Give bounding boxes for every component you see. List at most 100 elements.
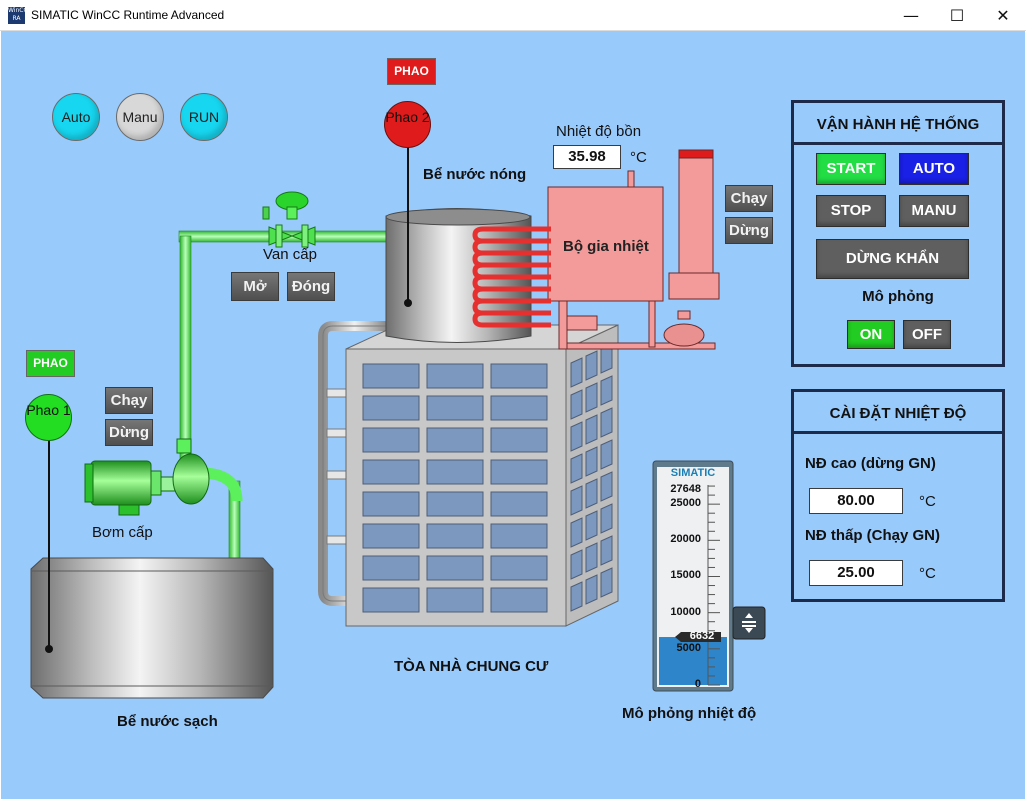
- building-side-window: [570, 581, 583, 612]
- auto-button[interactable]: AUTO: [899, 153, 969, 185]
- tank-temp-unit: °C: [630, 149, 647, 166]
- building-label: TÒA NHÀ CHUNG CƯ: [394, 658, 549, 675]
- building-window: [490, 363, 548, 389]
- building-window: [362, 459, 420, 485]
- high-temp-label: NĐ cao (dừng GN): [805, 455, 936, 472]
- pump-stop-button[interactable]: Dừng: [105, 419, 153, 446]
- hot-tank-label: Bể nước nóng: [423, 166, 527, 183]
- supply-valve-icon[interactable]: [262, 191, 316, 248]
- building-side-window: [585, 510, 598, 541]
- building-side-window: [600, 503, 613, 534]
- supply-pump-label: Bơm cấp: [92, 524, 153, 541]
- slider-tick-label: 5000: [676, 641, 701, 654]
- heater-run-button[interactable]: Chạy: [725, 185, 773, 212]
- building-side-window: [585, 574, 598, 605]
- manu-button[interactable]: MANU: [899, 195, 969, 227]
- building-side-window: [600, 471, 613, 502]
- slider-brand-label: SIMATIC: [670, 467, 716, 479]
- building-window: [362, 587, 420, 613]
- tank-temp-output: 35.98: [553, 145, 621, 169]
- building-window: [426, 491, 484, 517]
- simulation-label: Mô phỏng: [862, 288, 934, 305]
- float2-alarm-tag: PHAO: [387, 58, 436, 85]
- building-window: [426, 587, 484, 613]
- process-graphics: [30, 139, 766, 699]
- building-window: [362, 395, 420, 421]
- building-window: [490, 555, 548, 581]
- building-window: [426, 459, 484, 485]
- building-side-window: [570, 453, 583, 484]
- supply-pump-icon[interactable]: [84, 438, 210, 516]
- window-title: SIMATIC WinCC Runtime Advanced: [31, 8, 225, 22]
- slider-tick-label: 0: [694, 678, 701, 690]
- building-side-window: [570, 389, 583, 420]
- control-panel-divider: [794, 142, 1002, 145]
- temperature-settings-panel: CÀI ĐẶT NHIỆT ĐỘ NĐ cao (dừng GN) 80.00 …: [791, 389, 1005, 602]
- heater-stop-button[interactable]: Dừng: [725, 217, 773, 244]
- building-window: [426, 427, 484, 453]
- minimize-button[interactable]: —: [903, 6, 919, 25]
- high-temp-input[interactable]: 80.00: [809, 488, 903, 514]
- building-window: [362, 555, 420, 581]
- temp-panel-title: CÀI ĐẶT NHIỆT ĐỘ: [829, 405, 967, 422]
- building-window: [426, 523, 484, 549]
- emergency-stop-button[interactable]: DỪNG KHẨN: [816, 239, 969, 279]
- high-temp-unit: °C: [919, 493, 936, 510]
- building-side-window: [570, 517, 583, 548]
- building-window: [490, 491, 548, 517]
- maximize-button[interactable]: ☐: [949, 6, 965, 25]
- clean-tank-label: Bể nước sạch: [117, 713, 218, 730]
- window-titlebar: WinCC RA SIMATIC WinCC Runtime Advanced …: [0, 0, 1026, 31]
- building-window: [490, 459, 548, 485]
- building-side-window: [570, 549, 583, 580]
- stop-button[interactable]: STOP: [816, 195, 886, 227]
- building-window: [490, 427, 548, 453]
- valve-close-button[interactable]: Đóng: [287, 272, 335, 301]
- building-side-window: [585, 542, 598, 573]
- building-windows: [362, 343, 613, 613]
- building-side-window: [585, 350, 598, 381]
- building-side-window: [570, 421, 583, 452]
- building-window: [362, 427, 420, 453]
- sim-on-button[interactable]: ON: [847, 320, 895, 349]
- coil-loop: [472, 310, 551, 328]
- slider-tick-label: 25000: [670, 497, 701, 510]
- auto-mode-indicator[interactable]: Auto: [52, 93, 100, 141]
- start-button[interactable]: START: [816, 153, 886, 185]
- building-window: [362, 523, 420, 549]
- building-side-window: [600, 407, 613, 438]
- slider-max-label: 27648: [670, 483, 701, 495]
- low-temp-unit: °C: [919, 565, 936, 582]
- building-window: [426, 363, 484, 389]
- building-side-window: [585, 446, 598, 477]
- building-side-window: [585, 382, 598, 413]
- building-window: [490, 587, 548, 613]
- sim-off-button[interactable]: OFF: [903, 320, 951, 349]
- building-side-window: [585, 414, 598, 445]
- close-button[interactable]: ✕: [996, 6, 1010, 25]
- building-window: [490, 395, 548, 421]
- system-control-panel: VẬN HÀNH HỆ THỐNG START AUTO STOP MANU D…: [791, 100, 1005, 367]
- slider-tick-label: 10000: [670, 605, 701, 618]
- slider-value-label: 6632: [689, 630, 715, 643]
- heater-coil: [472, 226, 551, 328]
- float1-alarm-tag: PHAO: [26, 350, 75, 377]
- building-side-window: [585, 478, 598, 509]
- slider-tick-label: 15000: [670, 569, 701, 582]
- building-window: [362, 363, 420, 389]
- pump-run-button[interactable]: Chạy: [105, 387, 153, 414]
- run-indicator[interactable]: RUN: [180, 93, 228, 141]
- building-window: [490, 523, 548, 549]
- temperature-slider[interactable]: [652, 460, 766, 692]
- building-side-window: [600, 439, 613, 470]
- low-temp-input[interactable]: 25.00: [809, 560, 903, 586]
- control-panel-title: VẬN HÀNH HỆ THỐNG: [816, 116, 980, 133]
- valve-open-button[interactable]: Mở: [231, 272, 279, 301]
- manu-mode-indicator[interactable]: Manu: [116, 93, 164, 141]
- tank-temp-title: Nhiệt độ bồn: [556, 123, 642, 140]
- building-window: [426, 395, 484, 421]
- temp-panel-divider: [794, 431, 1002, 434]
- building-side-window: [600, 535, 613, 566]
- building-side-window: [600, 375, 613, 406]
